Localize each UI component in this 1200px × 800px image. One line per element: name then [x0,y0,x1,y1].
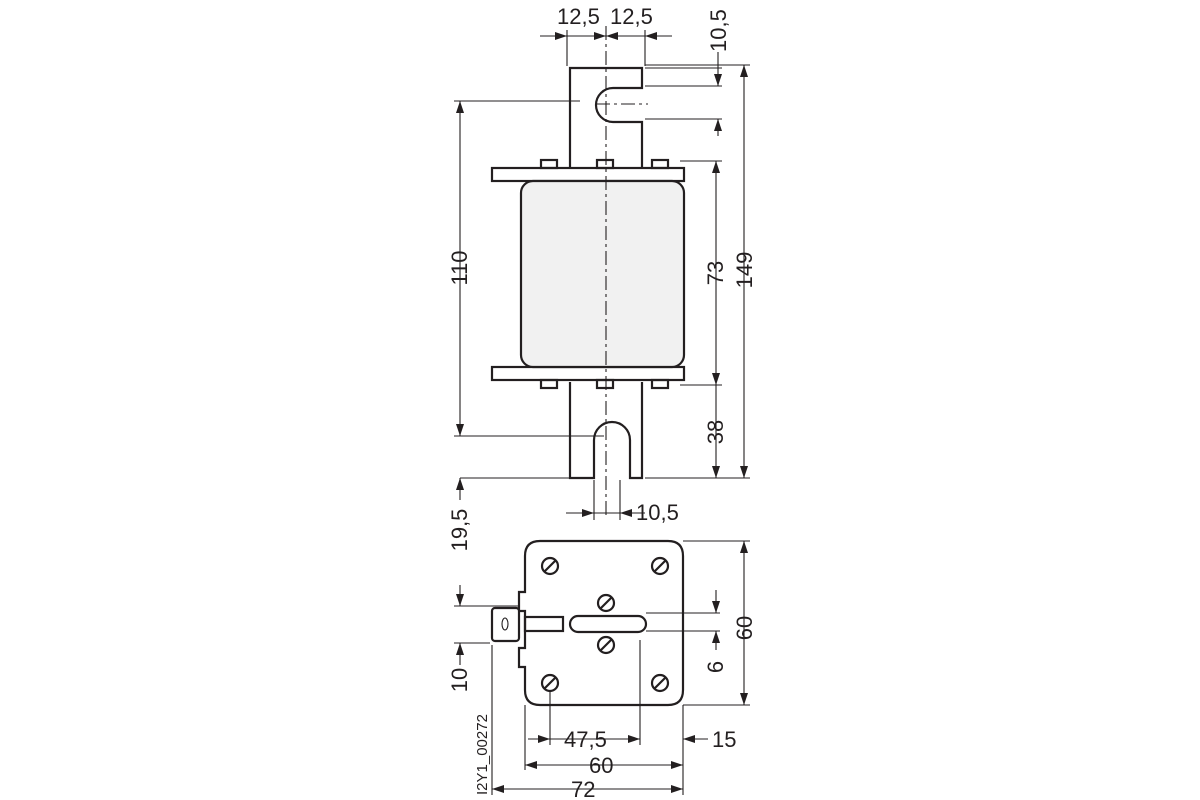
dim-bottom-height: 60 [732,616,757,640]
drawing-code: I2Y1_00272 [474,714,491,795]
bottom-flange [490,365,686,382]
top-flange [490,166,686,183]
screw-icons [540,556,670,693]
dim-contact-span: 110 [447,250,472,285]
dim-top-left: 12,5 [557,4,600,29]
indicator-slot [523,615,565,633]
dim-top-slot: 10,5 [706,9,731,52]
bottom-dimensions [454,478,750,795]
dim-body-width: 60 [589,753,613,778]
bottom-view [490,539,720,707]
dim-top-right: 12,5 [610,4,653,29]
dim-body-height: 73 [703,261,728,285]
bottom-blade [568,382,644,480]
dim-overall-height: 149 [732,252,757,289]
dim-hole-spacing: 47,5 [564,727,607,752]
indicator-knob [490,606,521,643]
dim-slot-offset: 6 [703,661,728,673]
front-dimensions [454,30,750,520]
front-view [490,26,686,515]
dim-ring-offset: 10 [447,668,472,692]
dim-bottom-slot: 10,5 [636,500,679,525]
center-slot [568,614,648,634]
dim-overall-width: 72 [571,777,595,800]
fuse-body [519,179,686,369]
base-plate [517,539,685,707]
dim-side-margin: 15 [712,727,736,752]
dimension-labels: 12,5 12,5 10,5 110 73 149 38 10,5 19,5 1… [447,4,757,800]
flange-clips [539,158,670,390]
dim-blade-length: 38 [703,420,728,444]
dim-gap: 19,5 [447,509,472,552]
top-blade [568,66,644,168]
